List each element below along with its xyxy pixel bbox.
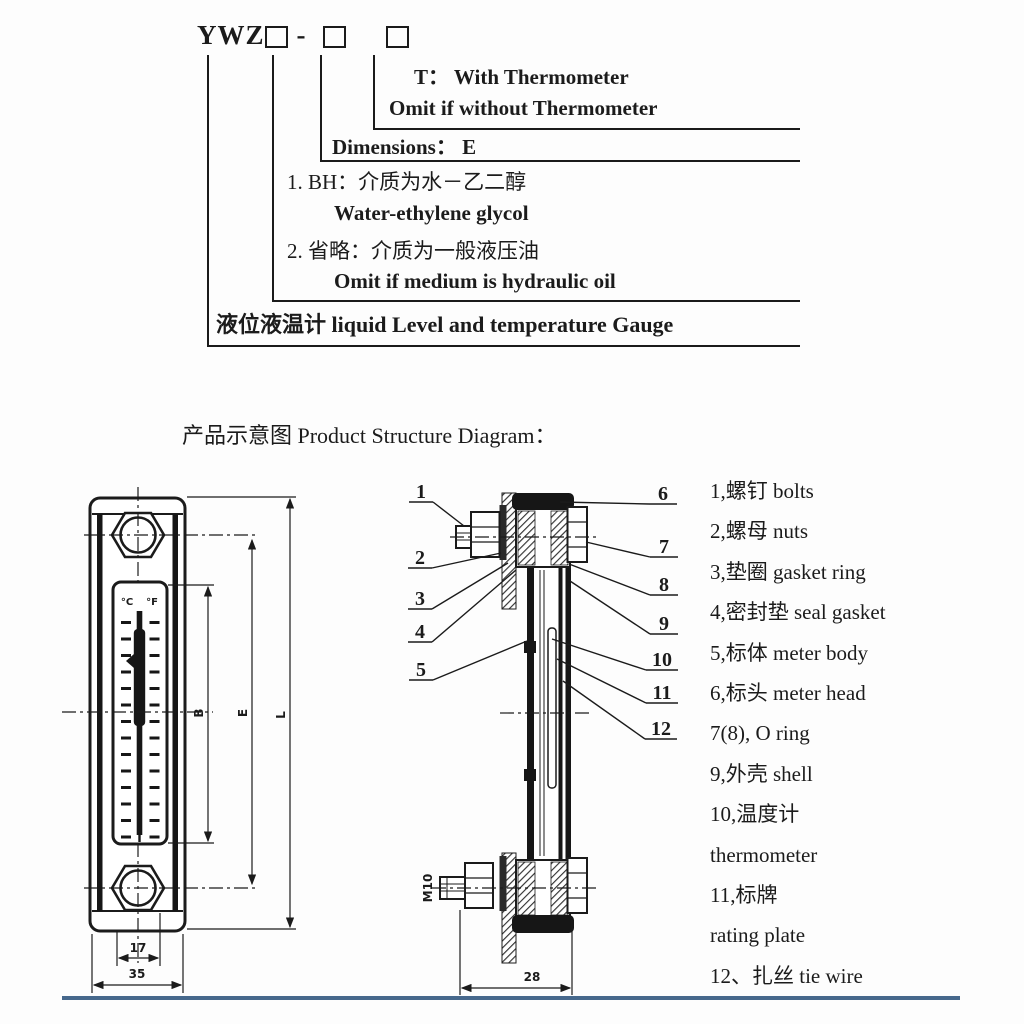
callout-8: 8 bbox=[659, 574, 669, 596]
tree-line-v4 bbox=[373, 55, 375, 128]
tube-assembly bbox=[500, 567, 593, 860]
parts-list: 1,螺钉 bolts 2,螺母 nuts 3,垫圈 gasket ring 4,… bbox=[710, 471, 1022, 996]
part-item-o-ring: 7(8), O ring bbox=[710, 721, 810, 746]
svg-text:28: 28 bbox=[524, 970, 541, 984]
meter-head-bottom bbox=[512, 915, 574, 933]
hex-nut-bottom bbox=[566, 857, 588, 914]
washer-top bbox=[499, 505, 507, 560]
svg-text:B: B bbox=[192, 708, 206, 717]
tie-wire-bottom bbox=[524, 769, 536, 781]
part-item-thermometer-cn: 10,温度计 bbox=[710, 802, 800, 827]
tree-line-v3 bbox=[320, 55, 322, 160]
label-medium-bh-en: Water-ethylene glycol bbox=[334, 201, 529, 225]
gauge-front-view: °C °F bbox=[62, 487, 296, 993]
svg-text:35: 35 bbox=[129, 967, 146, 981]
callout-leaders bbox=[408, 501, 678, 740]
callout-10: 10 bbox=[652, 649, 672, 671]
scale-fahrenheit-label: °F bbox=[146, 597, 158, 608]
bottom-fitting: M10 bbox=[421, 852, 597, 964]
scale-ticks bbox=[121, 621, 160, 839]
label-medium-bh-cn: 1. BH：介质为水－乙二醇 bbox=[287, 170, 527, 194]
tree-line-h1 bbox=[373, 128, 800, 130]
top-fitting bbox=[450, 492, 597, 610]
label-product-name: 液位液温计 liquid Level and temperature Gauge bbox=[216, 312, 674, 337]
dimension-35: 35 bbox=[91, 934, 184, 993]
code-box-medium bbox=[264, 25, 288, 48]
part-item-nuts: 2,螺母 nuts bbox=[710, 519, 809, 544]
bolt-head-top bbox=[470, 511, 501, 558]
part-item-meter-head: 6,标头 meter head bbox=[710, 681, 866, 706]
thermometer-tube bbox=[126, 611, 146, 842]
dimension-e: E bbox=[236, 538, 257, 886]
product-structure-diagram: °C °F bbox=[62, 481, 678, 995]
part-item-seal-gasket: 4,密封垫 seal gasket bbox=[710, 600, 886, 625]
callout-7: 7 bbox=[659, 536, 669, 558]
part-item-bolts: 1,螺钉 bolts bbox=[710, 479, 814, 503]
code-box-dimension bbox=[322, 25, 346, 48]
dimension-l: L bbox=[187, 496, 296, 930]
model-code-prefix: YWZ bbox=[197, 20, 265, 50]
callout-6: 6 bbox=[658, 483, 668, 505]
washer-bottom bbox=[499, 856, 507, 911]
part-item-meter-body: 5,标体 meter body bbox=[710, 640, 869, 665]
thread-label: M10 bbox=[421, 874, 435, 903]
tree-line-h3 bbox=[272, 300, 800, 302]
scale-celsius-label: °C bbox=[121, 597, 133, 608]
svg-text:L: L bbox=[274, 711, 288, 719]
part-item-gasket-ring: 3,垫圈 gasket ring bbox=[710, 559, 866, 584]
svg-text:17: 17 bbox=[130, 941, 147, 955]
callout-2: 2 bbox=[415, 547, 425, 569]
part-item-thermometer-en: thermometer bbox=[710, 842, 818, 867]
label-medium-omit-cn: 2. 省略：介质为一般液压油 bbox=[287, 239, 539, 263]
dimension-17: 17 bbox=[116, 913, 161, 966]
svg-text:E: E bbox=[236, 709, 250, 717]
part-item-tie-wire: 12、扎丝 tie wire bbox=[710, 963, 863, 988]
callout-numbers: 1 2 3 4 5 6 7 8 9 10 11 12 bbox=[415, 481, 672, 740]
code-box-thermometer bbox=[385, 25, 409, 48]
tree-line-h4 bbox=[207, 345, 800, 347]
model-code-separator: - bbox=[296, 20, 307, 50]
tree-line-v2 bbox=[272, 55, 274, 300]
callout-11: 11 bbox=[653, 682, 672, 704]
callout-9: 9 bbox=[659, 613, 669, 635]
bolt-head-bottom bbox=[464, 862, 494, 909]
part-item-shell: 9,外壳 shell bbox=[710, 761, 813, 786]
bottom-divider-rule bbox=[62, 996, 960, 1000]
dimension-28: 28 bbox=[459, 910, 573, 995]
centerlines bbox=[62, 487, 256, 963]
meter-head-top bbox=[512, 493, 574, 510]
part-item-rating-plate-en: rating plate bbox=[710, 923, 806, 948]
gauge-section-view: M10 28 bbox=[408, 481, 678, 995]
dimension-b: B bbox=[168, 584, 214, 844]
label-medium-omit-en: Omit if medium is hydraulic oil bbox=[334, 269, 616, 293]
label-without-thermometer: Omit if without Thermometer bbox=[389, 96, 658, 120]
callout-1: 1 bbox=[416, 481, 426, 503]
hex-nut-top bbox=[566, 506, 588, 563]
callout-12: 12 bbox=[651, 718, 671, 740]
label-dimensions: Dimensions： E bbox=[332, 135, 477, 159]
callout-4: 4 bbox=[415, 621, 425, 643]
part-item-rating-plate-cn: 11,标牌 bbox=[710, 883, 778, 908]
tree-line-v1 bbox=[207, 55, 209, 345]
inner-thermometer bbox=[547, 627, 557, 789]
section-title: 产品示意图 Product Structure Diagram： bbox=[182, 423, 557, 448]
model-code: YWZ - bbox=[197, 20, 409, 51]
callout-5: 5 bbox=[416, 659, 426, 681]
callout-3: 3 bbox=[415, 588, 425, 610]
tie-wire-top bbox=[524, 641, 536, 653]
label-with-thermometer: T： With Thermometer bbox=[414, 65, 629, 89]
tree-line-h2 bbox=[320, 160, 800, 162]
